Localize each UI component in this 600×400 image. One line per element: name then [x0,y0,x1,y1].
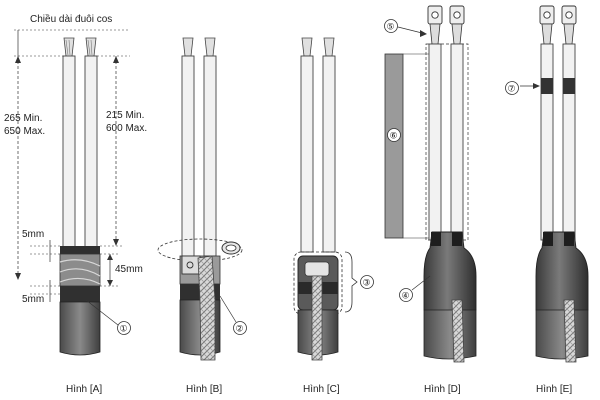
marker-6: ⑥ [390,131,398,141]
label-tail-length: Chiều dài đuôi cos [30,13,112,25]
label-215-min: 215 Min. [106,110,144,121]
core-insulation [84,55,98,249]
phase-band [563,78,575,94]
caption-b: Hình [B] [186,384,222,395]
sleeve-6 [384,53,404,239]
core-insulation [62,55,76,249]
figure-c: ③ Hình [C] [293,37,374,395]
cable-lug [449,5,465,45]
cable-lug [561,5,577,45]
tape-band-top [60,246,100,254]
figure-d: ⑥ ⑤ ④ Hình [D] [384,5,477,395]
caption-a: Hình [A] [66,384,102,395]
caption-d: Hình [D] [424,384,461,395]
cable-lug [427,5,443,45]
cable-lug [539,5,555,45]
tape-band-bottom [60,286,100,302]
ground-braid [197,255,216,361]
label-45mm: 45mm [115,264,143,275]
label-600-max: 600 Max. [106,123,147,134]
figure-a: Chiều dài đuôi cos 265 Min. 650 Max. 215… [4,13,147,395]
label-650-max: 650 Max. [4,126,45,137]
marker-5: ⑤ [387,22,395,32]
marker-1: ① [120,324,128,334]
figure-e: ⑦ Hình [E] [505,5,589,395]
label-5mm-bottom: 5mm [22,294,44,305]
caption-c: Hình [C] [303,384,340,395]
phase-band [541,78,553,94]
marker-2: ② [236,324,244,334]
caption-e: Hình [E] [536,384,572,395]
cable-jacket [59,301,101,356]
marker-4: ④ [402,291,410,301]
label-265-min: 265 Min. [4,113,42,124]
marker-7: ⑦ [508,84,516,94]
figure-b: ② Hình [B] [157,37,247,395]
marker-3: ③ [363,278,371,288]
label-5mm-top: 5mm [22,229,44,240]
